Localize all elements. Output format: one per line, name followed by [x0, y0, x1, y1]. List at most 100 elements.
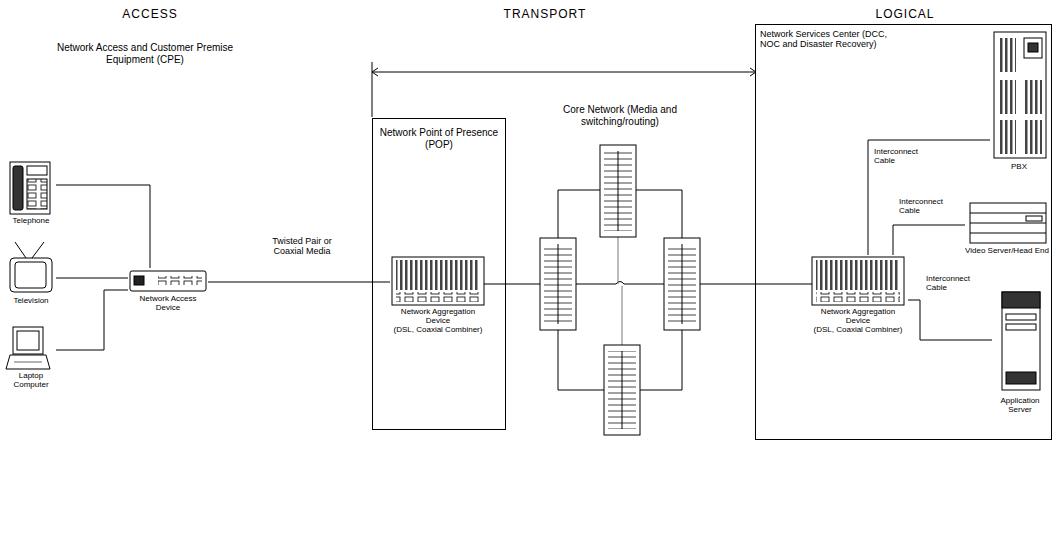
cable-connector [208, 282, 390, 283]
pbx-cabinet [1024, 120, 1042, 154]
device-label: (DSL, Coaxial Combiner) [808, 325, 908, 334]
core-router [618, 151, 619, 231]
core-links [622, 286, 623, 345]
core-router [540, 238, 576, 330]
core-links [640, 330, 682, 390]
group-label: Network Access and Customer Premise Equi… [45, 42, 245, 65]
aggregation-device-icon [392, 257, 484, 305]
core-router [558, 244, 559, 324]
device-node: Laptop Computer [6, 325, 56, 389]
telephone-icon [27, 179, 47, 209]
region-box: Network Point of Presence (POP) Network A… [372, 118, 506, 430]
transport-bracket [372, 68, 378, 76]
video-server-icon [970, 203, 1046, 243]
aggregation-device-icon [812, 257, 904, 305]
pbx-cabinet [1024, 38, 1042, 58]
core-links [576, 282, 664, 285]
device-label: Application Server [992, 396, 1048, 414]
device-node: Network Aggregation Device(DSL, Coaxial … [808, 255, 908, 335]
aggregation-device-icon [812, 257, 904, 305]
aggregation-device-icon [816, 260, 900, 290]
core-router [668, 244, 696, 324]
television-icon [15, 262, 46, 288]
device-label: Laptop Computer [6, 371, 56, 389]
video-server-icon [1026, 216, 1042, 221]
device-node: Telephone [6, 160, 56, 225]
core-links [700, 284, 812, 285]
device-label: Telephone [6, 216, 56, 225]
region-heading: Network Services Center (DCC, NOC and Di… [760, 29, 895, 50]
application-server-icon [1002, 292, 1040, 390]
television-icon [15, 242, 26, 258]
core-links [484, 284, 540, 285]
television-icon [32, 242, 44, 258]
connector-label: Twisted Pair or Coaxial Media [262, 236, 342, 257]
device-label: (DSL, Coaxial Combiner) [390, 325, 486, 334]
aggregation-device-icon [816, 292, 900, 302]
application-server-icon [1002, 292, 1040, 308]
core-links [618, 237, 619, 284]
core-router [608, 351, 636, 429]
device-node: PBX [990, 30, 1048, 171]
section-heading: TRANSPORT [470, 8, 620, 22]
cable-connector [868, 140, 990, 255]
device-label: Network Aggregation Device [808, 307, 908, 325]
telephone-icon [27, 179, 47, 209]
aggregation-device-icon [392, 257, 484, 305]
core-router [604, 345, 640, 435]
device-node: Network Access Device [128, 268, 208, 312]
application-server-icon [1006, 372, 1036, 384]
device-node: Video Server/Head End [965, 200, 1049, 255]
section-heading: ACCESS [60, 8, 240, 22]
core-router [544, 244, 572, 324]
connector-label: Interconnect Cable [874, 147, 922, 165]
pbx-cabinet [1024, 80, 1042, 114]
access-device-icon [130, 271, 206, 291]
pbx-cabinet [998, 120, 1016, 154]
core-router [622, 351, 623, 429]
core-links [636, 190, 682, 238]
application-server-icon [1002, 292, 1040, 390]
access-device-icon [130, 271, 206, 291]
device-label: Network Aggregation Device [390, 307, 486, 325]
aggregation-device-icon [396, 260, 480, 290]
access-device-icon [134, 276, 144, 285]
device-label: Video Server/Head End [965, 246, 1049, 255]
device-label: Network Access Device [128, 294, 208, 312]
group-label: Core Network (Media and switching/routin… [535, 104, 705, 127]
pbx-cabinet [994, 32, 1046, 158]
telephone-icon [13, 166, 23, 210]
telephone-icon [10, 162, 50, 214]
laptop-icon [6, 327, 50, 369]
laptop-icon [6, 355, 50, 369]
pbx-cabinet [994, 32, 1046, 158]
video-server-icon [970, 233, 1046, 234]
core-router [600, 145, 636, 237]
video-server-icon [970, 223, 1046, 224]
television-icon [10, 242, 52, 292]
transport-bracket [372, 72, 756, 73]
device-label: PBX [990, 162, 1048, 171]
laptop-icon [13, 327, 43, 354]
telephone-icon [27, 166, 47, 175]
section-heading: LOGICAL [830, 8, 980, 22]
pbx-cabinet [998, 38, 1016, 72]
aggregation-device-icon [396, 292, 480, 302]
video-server-icon [970, 213, 1046, 214]
cable-connector [56, 278, 128, 279]
laptop-icon [14, 362, 42, 363]
device-node: Application Server [992, 290, 1048, 414]
application-server-icon [1006, 324, 1036, 330]
core-router [540, 145, 700, 435]
region-heading: Network Point of Presence (POP) [373, 127, 505, 150]
pbx-cabinet [1028, 43, 1038, 52]
television-icon [10, 258, 52, 292]
connector-label: Interconnect Cable [899, 197, 947, 215]
core-router [664, 238, 700, 330]
cable-connector [908, 300, 992, 340]
device-label: Television [6, 296, 56, 305]
device-node: Network Aggregation Device(DSL, Coaxial … [390, 255, 486, 335]
core-router [604, 151, 632, 231]
